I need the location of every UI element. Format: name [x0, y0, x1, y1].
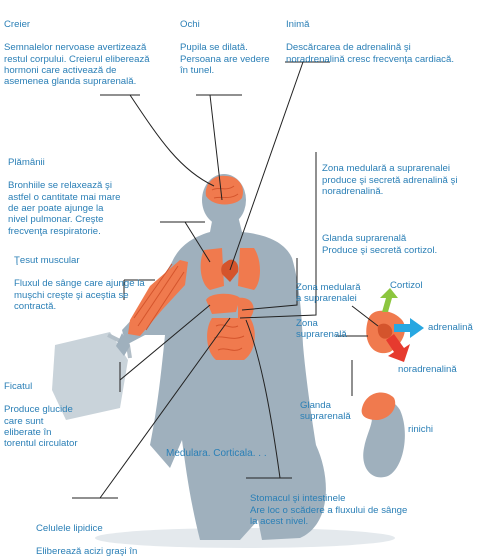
noradrenalina-label: noradrenalină: [398, 364, 457, 375]
zona-medulara-body: Zona medulară a suprarenalei produce şi …: [322, 163, 458, 198]
ficatul-body: Produce glucide care sunt eliberate în t…: [4, 404, 78, 450]
cortizol-arrow: [380, 288, 398, 312]
brain-fold: [211, 185, 239, 199]
inima-leader: [229, 61, 330, 271]
glanda-body: Glanda suprarenală Produce şi secretă co…: [322, 233, 438, 256]
briefcase-shape: [52, 332, 128, 420]
medulara-corticala-label: Medulara. Corticala. . .: [166, 448, 267, 459]
stomacul-body: Stomacul şi intestinele Are loc o scăder…: [250, 493, 408, 528]
ficatul-title: Ficatul: [4, 381, 33, 393]
stomacul-leader: [245, 319, 292, 479]
noradrenalina-arrow: [386, 334, 410, 362]
adrenal-medulla: [377, 323, 393, 339]
zona-medulara-label: Zona medulară a suprarenalei produce şi …: [322, 152, 457, 209]
zona-medulara-small-leader: [351, 305, 379, 327]
plamanii-body: Bronhiile se relaxează şi astfel o canti…: [8, 180, 121, 237]
creier-leader: [100, 94, 215, 187]
glanda-leader: [241, 258, 298, 311]
tesut-body: Fluxul de sânge care ajunge la muşchi cr…: [14, 278, 145, 313]
ochi-body: Pupila se dilată. Persoana are vedere în…: [180, 42, 270, 77]
celulele-label: Celulele lipidice Eliberează acizi graşi…: [36, 512, 137, 558]
rinichi-label: rinichi: [408, 424, 434, 435]
plamanii-label: Plămânii Bronhiile se relaxează şi astfe…: [8, 146, 121, 249]
left-lung: [200, 248, 224, 290]
adrenalina-arrow: [394, 318, 424, 338]
inima-body: Descărcarea de adrenalină şi noradrenali…: [286, 42, 454, 65]
glanda-label: Glanda suprarenală Produce şi secretă co…: [322, 222, 437, 268]
plamanii-title: Plămânii: [8, 157, 45, 169]
tesut-title: Ţesut muscular: [14, 255, 80, 267]
arm-muscle-fibers: [133, 263, 185, 331]
heart-organ: [221, 259, 239, 282]
tesut-label: Ţesut muscular Fluxul de sânge care ajun…: [14, 244, 145, 324]
floor-shadow: [95, 528, 395, 548]
stomacul-label: Stomacul şi intestinele Are loc o scăder…: [250, 482, 407, 539]
creier-label: Creier Semnalelor nervoase avertizează r…: [4, 8, 150, 99]
ficat-leader: [119, 304, 211, 392]
celulele-body: Eliberează acizi graşi în torentul circu…: [36, 546, 138, 558]
liver-organ: [206, 293, 240, 314]
glanda-small-label: Glanda suprarenală: [300, 400, 351, 423]
tesut-leader: [123, 279, 155, 300]
connector-lines: [72, 61, 379, 499]
inima-title: Inimă: [286, 19, 310, 31]
inima-label: Inimă Descărcarea de adrenalină şi norad…: [286, 8, 454, 76]
cortizol-label: Cortizol: [390, 280, 423, 291]
ochi-leader: [196, 94, 242, 201]
zona-medulara-leader: [239, 152, 317, 319]
celulele-leader: [72, 317, 231, 499]
zona-medulara-small-label: Zona medulară a suprarenalei: [296, 282, 361, 305]
creier-title: Creier: [4, 19, 31, 31]
celulele-title: Celulele lipidice: [36, 523, 103, 535]
creier-body: Semnalelor nervoase avertizează restul c…: [4, 42, 150, 88]
adrenalina-label: adrenalină: [428, 322, 473, 333]
stomach-organ: [238, 297, 254, 320]
hand-shape: [116, 333, 130, 356]
ochi-label: Ochi Pupila se dilată. Persoana are vede…: [180, 8, 270, 88]
ficatul-label: Ficatul Produce glucide care sunt eliber…: [4, 370, 78, 461]
kidney-adrenal: [361, 392, 396, 420]
right-lung: [238, 248, 260, 290]
ochi-title: Ochi: [180, 19, 200, 31]
plamanii-leader: [160, 221, 211, 263]
zona-suprarenala-label: Zona suprarenală: [296, 318, 347, 341]
arm-muscle: [128, 260, 188, 336]
